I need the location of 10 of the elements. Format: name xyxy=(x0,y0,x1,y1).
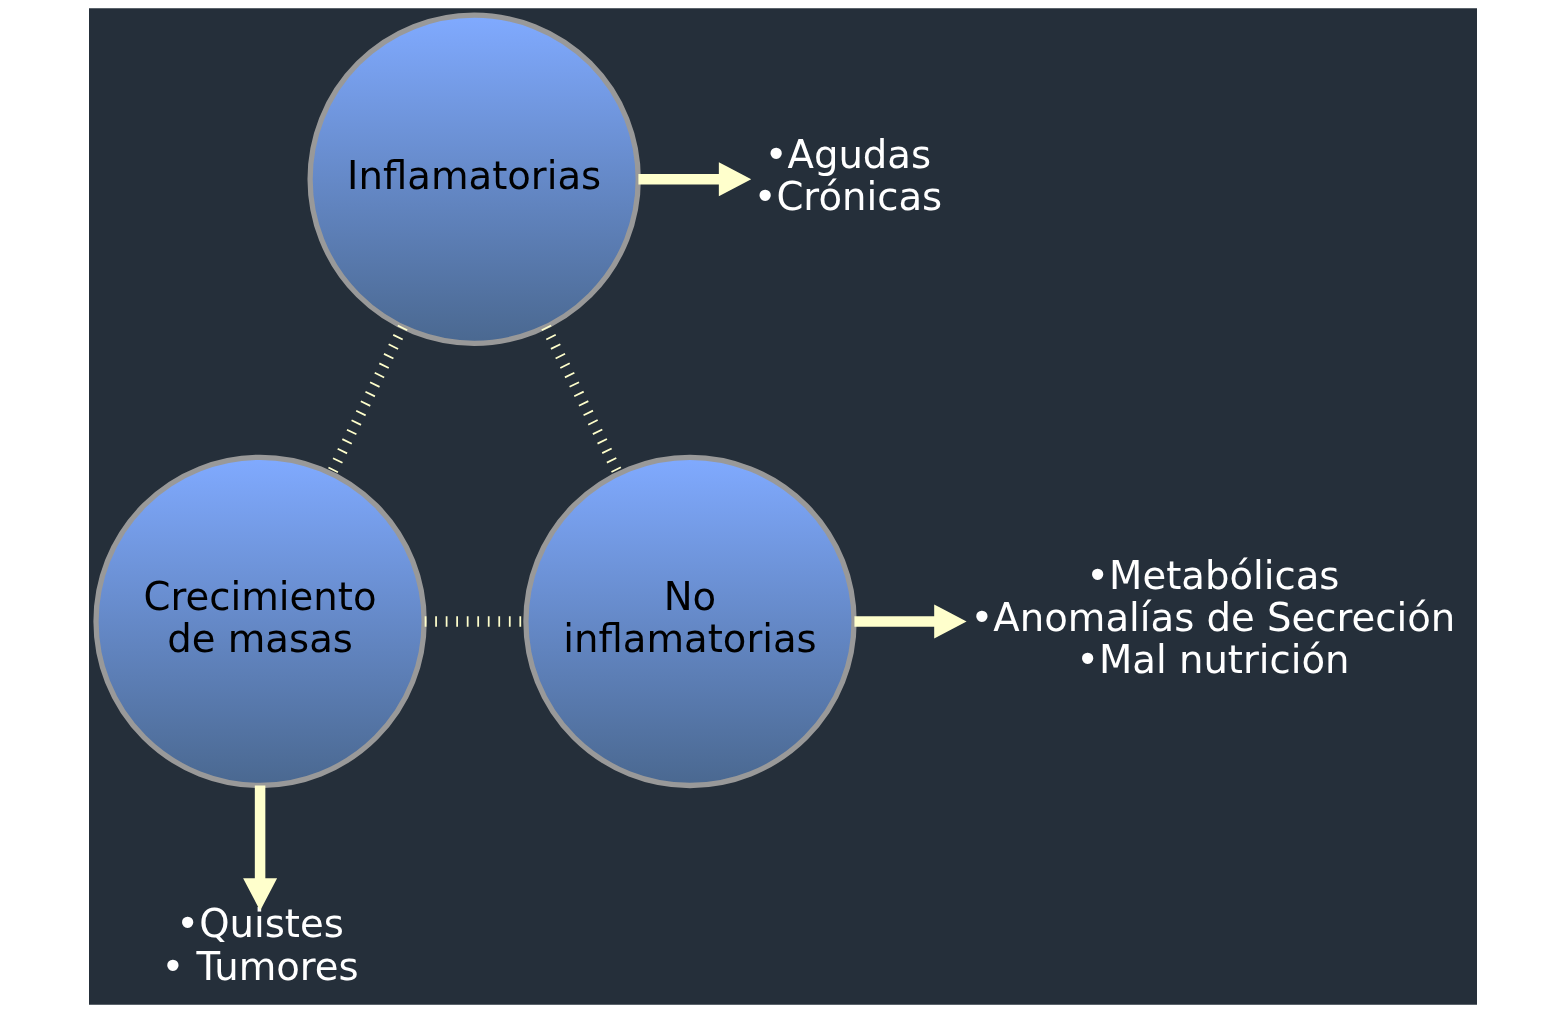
node-text: •Agudas •Crónicas xyxy=(753,132,943,220)
node-text: •Metabólicas •Anomalías de Secreción •Mal nutrición xyxy=(970,553,1456,683)
arrow xyxy=(243,785,278,911)
connector xyxy=(326,324,408,476)
node-circle: Inflamatorias xyxy=(307,12,641,346)
node-circle: Crecimiento de masas xyxy=(93,454,427,789)
node-circle: No inflamatorias xyxy=(523,454,857,789)
arrow xyxy=(854,604,967,639)
arrow xyxy=(638,162,752,197)
node-text: •Quistes • Tumores xyxy=(161,901,359,989)
